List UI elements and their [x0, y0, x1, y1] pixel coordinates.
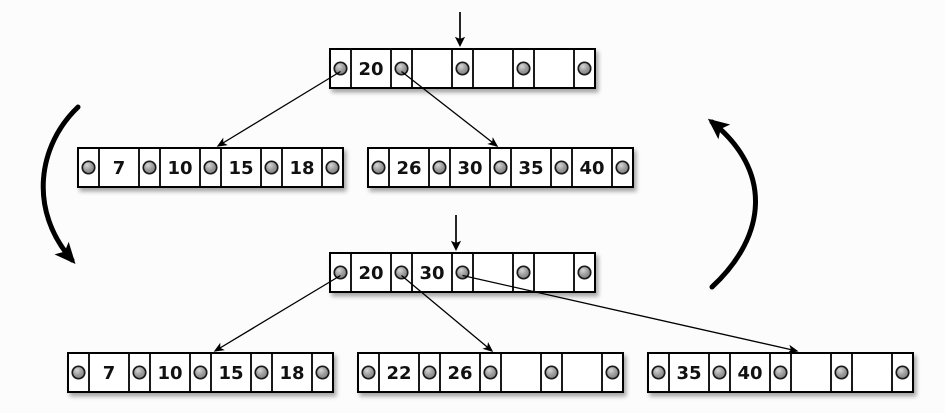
- key-value: 40: [579, 158, 604, 179]
- pointer-dot-icon: [544, 365, 559, 380]
- child-pointer-arrow-4: [462, 274, 799, 354]
- pointer-dot-icon: [554, 160, 569, 175]
- pointer-dot-icon: [193, 365, 208, 380]
- key-value: 22: [386, 363, 411, 384]
- key-value: 7: [103, 363, 116, 384]
- key-value: 7: [113, 158, 126, 179]
- key-value: 35: [676, 363, 701, 384]
- pointer-dot-icon: [605, 365, 620, 380]
- pointer-dot-icon: [493, 160, 508, 175]
- btree-node-after-child-middle: 22 26: [357, 352, 624, 393]
- pointer-dot-icon: [773, 365, 788, 380]
- child-pointer-arrow-3: [401, 275, 494, 352]
- pointer-dot-icon: [483, 365, 498, 380]
- key-value: 26: [447, 363, 472, 384]
- pointer-dot-icon: [264, 160, 279, 175]
- child-pointer-arrow-0: [216, 70, 341, 147]
- pointer-dot-icon: [142, 160, 157, 175]
- key-value: 18: [289, 158, 314, 179]
- pointer-dot-icon: [132, 365, 147, 380]
- pointer-dot-icon: [651, 365, 666, 380]
- key-value: 10: [157, 363, 182, 384]
- btree-node-before-child-left: 7 10 15 18: [77, 147, 344, 188]
- key-value: 30: [419, 263, 444, 284]
- transform-arrows-layer: [40, 104, 758, 290]
- key-value: 20: [358, 263, 383, 284]
- key-value: 15: [218, 363, 243, 384]
- key-value: 35: [518, 158, 543, 179]
- pointer-dot-icon: [422, 365, 437, 380]
- child-pointer-arrow-1: [401, 70, 499, 147]
- pointer-dot-icon: [361, 365, 376, 380]
- pointer-dot-icon: [333, 265, 348, 280]
- key-value: 40: [737, 363, 762, 384]
- key-value: 26: [396, 158, 421, 179]
- key-value: 10: [167, 158, 192, 179]
- transform-arrow-before-to-after: [40, 104, 81, 264]
- btree-node-after-child-left: 7 10 15 18: [67, 352, 334, 393]
- insert-arrows-layer: [450, 12, 466, 252]
- btree-node-after-child-right: 35 40: [647, 352, 914, 393]
- pointer-dot-icon: [81, 160, 96, 175]
- key-value: 30: [457, 158, 482, 179]
- key-value: 20: [358, 59, 383, 80]
- transform-arrow-after-to-before: [707, 118, 758, 290]
- pointer-dot-icon: [615, 160, 630, 175]
- key-value: 18: [279, 363, 304, 384]
- pointer-dot-icon: [455, 61, 470, 76]
- pointer-dot-icon: [577, 265, 592, 280]
- pointer-dot-icon: [71, 365, 86, 380]
- pointer-dot-icon: [325, 160, 340, 175]
- btree-node-before-child-right: 26 30 35 40: [367, 147, 634, 188]
- pointer-arrows-layer: [213, 70, 799, 354]
- pointer-dot-icon: [333, 61, 348, 76]
- pointer-dot-icon: [394, 61, 409, 76]
- pointer-dot-icon: [394, 265, 409, 280]
- pointer-dot-icon: [516, 61, 531, 76]
- pointer-dot-icon: [203, 160, 218, 175]
- node-box: [67, 352, 334, 393]
- pointer-dot-icon: [577, 61, 592, 76]
- child-pointer-arrow-2: [213, 274, 341, 352]
- key-value: 15: [228, 158, 253, 179]
- pointer-dot-icon: [895, 365, 910, 380]
- pointer-dot-icon: [516, 265, 531, 280]
- btree-node-before-root: 20: [329, 48, 596, 89]
- node-box: [329, 252, 596, 293]
- pointer-dot-icon: [254, 365, 269, 380]
- pointer-dot-icon: [712, 365, 727, 380]
- pointer-dot-icon: [315, 365, 330, 380]
- pointer-dot-icon: [371, 160, 386, 175]
- pointer-dot-icon: [834, 365, 849, 380]
- pointer-dot-icon: [432, 160, 447, 175]
